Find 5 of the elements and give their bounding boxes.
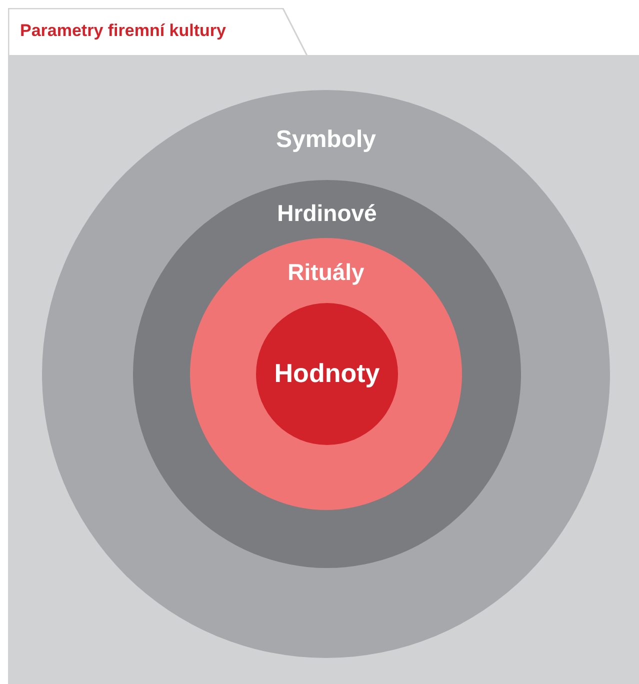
layer-label: Hodnoty [274,358,380,390]
layer-label: Symboly [276,126,376,154]
title: Parametry firemní kultury [20,21,226,41]
layer-label: Rituály [288,259,364,286]
layer-label: Hrdinové [277,200,377,227]
